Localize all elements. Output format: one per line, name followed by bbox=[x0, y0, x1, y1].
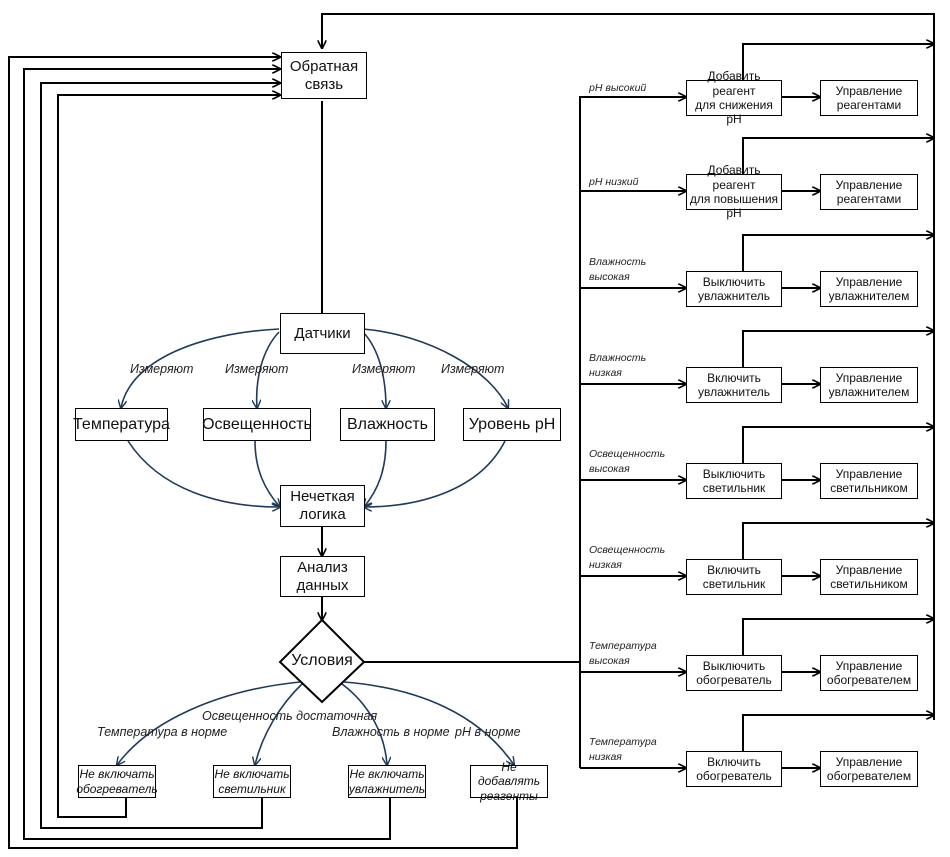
action-box-light-high[interactable]: Выключить светильник bbox=[686, 463, 782, 499]
measure-curve-humidity bbox=[362, 331, 386, 408]
control-box-light-low[interactable]: Управление светильником bbox=[820, 559, 918, 595]
measure-curve-light bbox=[257, 331, 280, 408]
fuzzy-curve-humidity bbox=[364, 440, 387, 507]
edge-label-measure-4: Измеряют bbox=[441, 362, 505, 376]
control-box-ph-low[interactable]: Управление реагентами bbox=[820, 174, 918, 210]
control-box-humidity-low[interactable]: Управление увлажнителем bbox=[820, 367, 918, 403]
control-box-ph-high[interactable]: Управление реагентами bbox=[820, 80, 918, 116]
normal-curve-temperature bbox=[117, 681, 301, 765]
measure-box-ph[interactable]: Уровень pH bbox=[463, 408, 561, 441]
data-analysis-box[interactable]: Анализ данных bbox=[280, 556, 365, 597]
return-line-top bbox=[322, 13, 935, 720]
fuzzy-curve-ph bbox=[364, 440, 506, 507]
measure-box-light[interactable]: Освещенность bbox=[202, 408, 312, 441]
normal-label-temperature: Температура в норме bbox=[97, 725, 228, 739]
feedback-loop-1 bbox=[57, 95, 280, 818]
measure-box-temperature[interactable]: Температура bbox=[73, 408, 170, 441]
action-box-light-low[interactable]: Включить светильник bbox=[686, 559, 782, 595]
normal-label-light: Освещенность достаточная bbox=[202, 709, 378, 723]
action-box-temp-low[interactable]: Включить обогреватель bbox=[686, 751, 782, 787]
return-arrow-humidity-high bbox=[742, 235, 934, 271]
feedback-loop-2 bbox=[40, 83, 280, 829]
action-box-humidity-low[interactable]: Включить увлажнитель bbox=[686, 367, 782, 403]
normal-curve-light bbox=[255, 683, 303, 765]
normal-curve-humidity bbox=[341, 683, 387, 765]
return-arrow-ph-low bbox=[742, 138, 934, 174]
branch-label-temp-high: Температура высокая bbox=[589, 640, 657, 668]
branch-label-light-low: Освещенность низкая bbox=[589, 544, 666, 572]
branch-label-ph-low: pH низкий bbox=[589, 176, 639, 188]
edge-label-measure-1: Измеряют bbox=[130, 362, 194, 376]
normal-curve-ph bbox=[343, 681, 514, 765]
branch-label-ph-high: pH высокий bbox=[589, 82, 647, 94]
conditions-label[interactable]: Условия bbox=[291, 652, 353, 669]
control-box-light-high[interactable]: Управление светильником bbox=[820, 463, 918, 499]
normal-action-ph[interactable]: Не добавлять реагенты bbox=[470, 760, 548, 803]
edge-label-measure-3: Измеряют bbox=[352, 362, 416, 376]
measure-box-humidity[interactable]: Влажность bbox=[340, 408, 435, 441]
conditions-diamond bbox=[278, 618, 366, 704]
fuzzy-curve-light bbox=[254, 440, 280, 507]
branch-label-humidity-high: Влажность высокая bbox=[589, 256, 647, 284]
return-arrow-temp-high bbox=[742, 619, 934, 655]
edge-label-measure-2: Измеряют bbox=[225, 362, 289, 376]
return-arrow-temp-low bbox=[742, 715, 934, 751]
return-arrow-light-low bbox=[742, 523, 934, 559]
action-box-temp-high[interactable]: Выключить обогреватель bbox=[686, 655, 782, 691]
branch-label-humidity-low: Влажность низкая bbox=[589, 352, 647, 380]
measure-curve-temperature bbox=[121, 328, 280, 408]
action-box-ph-high[interactable]: Добавить реагент для снижения pH bbox=[686, 69, 782, 126]
return-arrow-light-high bbox=[742, 427, 934, 463]
normal-action-temperature[interactable]: Не включать обогреватель bbox=[76, 765, 158, 798]
normal-action-humidity[interactable]: Не включать увлажнитель bbox=[348, 765, 426, 798]
control-box-humidity-high[interactable]: Управление увлажнителем bbox=[820, 271, 918, 307]
normal-label-humidity: Влажность в норме bbox=[332, 725, 450, 739]
return-arrow-humidity-low bbox=[742, 331, 934, 367]
fuzzy-curve-temperature bbox=[127, 440, 280, 507]
control-box-temp-low[interactable]: Управление обогревателем bbox=[820, 751, 918, 787]
action-box-ph-low[interactable]: Добавить реагент для повышения pH bbox=[686, 163, 782, 220]
feedback-loop-4 bbox=[8, 57, 518, 849]
action-box-humidity-high[interactable]: Выключить увлажнитель bbox=[686, 271, 782, 307]
sensors-box[interactable]: Датчики bbox=[280, 313, 365, 354]
control-box-temp-high[interactable]: Управление обогревателем bbox=[820, 655, 918, 691]
normal-action-light[interactable]: Не включать светильник bbox=[213, 765, 291, 798]
branch-label-temp-low: Температура низкая bbox=[589, 736, 657, 764]
normal-label-ph: pH в норме bbox=[455, 725, 521, 739]
branch-label-light-high: Освещенность высокая bbox=[589, 448, 666, 476]
fuzzy-logic-box[interactable]: Нечеткая логика bbox=[280, 485, 365, 527]
feedback-box[interactable]: Обратная связь bbox=[281, 52, 367, 99]
measure-curve-ph bbox=[362, 328, 508, 408]
return-arrow-ph-high bbox=[742, 44, 934, 80]
feedback-loop-3 bbox=[23, 69, 391, 840]
